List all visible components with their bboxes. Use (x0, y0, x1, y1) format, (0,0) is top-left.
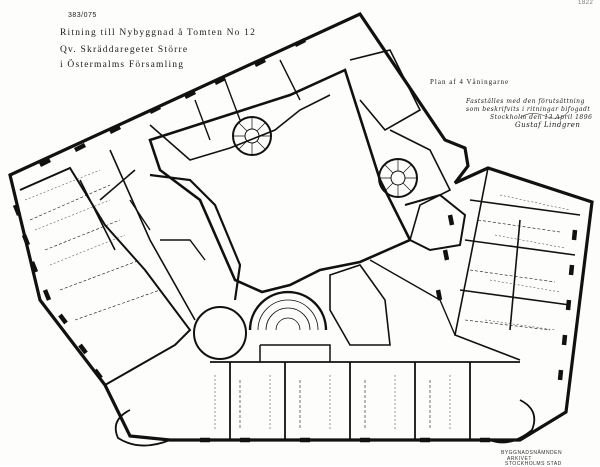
approval-line-1: Fastställes med den förutsättning (466, 98, 585, 105)
stamp-line-1: BYGGNADSNÄMNDEN (501, 450, 563, 456)
round-room (193, 306, 247, 360)
outer-wall (8, 11, 594, 442)
right-wing-walls (454, 167, 581, 361)
approval-line-2: som beskrifvits i ritningar bifogadt (466, 106, 591, 113)
stamp-line-3: STOCKHOLMS STAD (505, 461, 562, 467)
archive-number: 383/075 (68, 12, 97, 19)
bay-window-left (114, 409, 171, 447)
courtyard-wall (148, 68, 412, 294)
bottom-wing-walls (210, 361, 520, 440)
page-mark: 1822 (578, 0, 594, 6)
signature-flourish (519, 111, 569, 119)
bay-window-right (489, 399, 536, 444)
title-line-1: Ritning till Nybyggnad å Tomten No 12 (60, 28, 257, 38)
top-wing-walls (149, 94, 331, 161)
left-wing-walls (19, 166, 192, 386)
title-line-3: i Östermalms Församling (60, 60, 185, 70)
approval-line-3: Stockholm den 13 April 1896 (490, 114, 593, 121)
central-curved-bay (248, 290, 328, 331)
signature: Gustaf Lindgren (515, 121, 581, 129)
stamp-line-2: ARKIVET (507, 456, 532, 462)
plan-label: Plan af 4 Våningarne (430, 78, 510, 86)
title-line-2: Qv. Skräddaregetet Större (60, 45, 189, 55)
